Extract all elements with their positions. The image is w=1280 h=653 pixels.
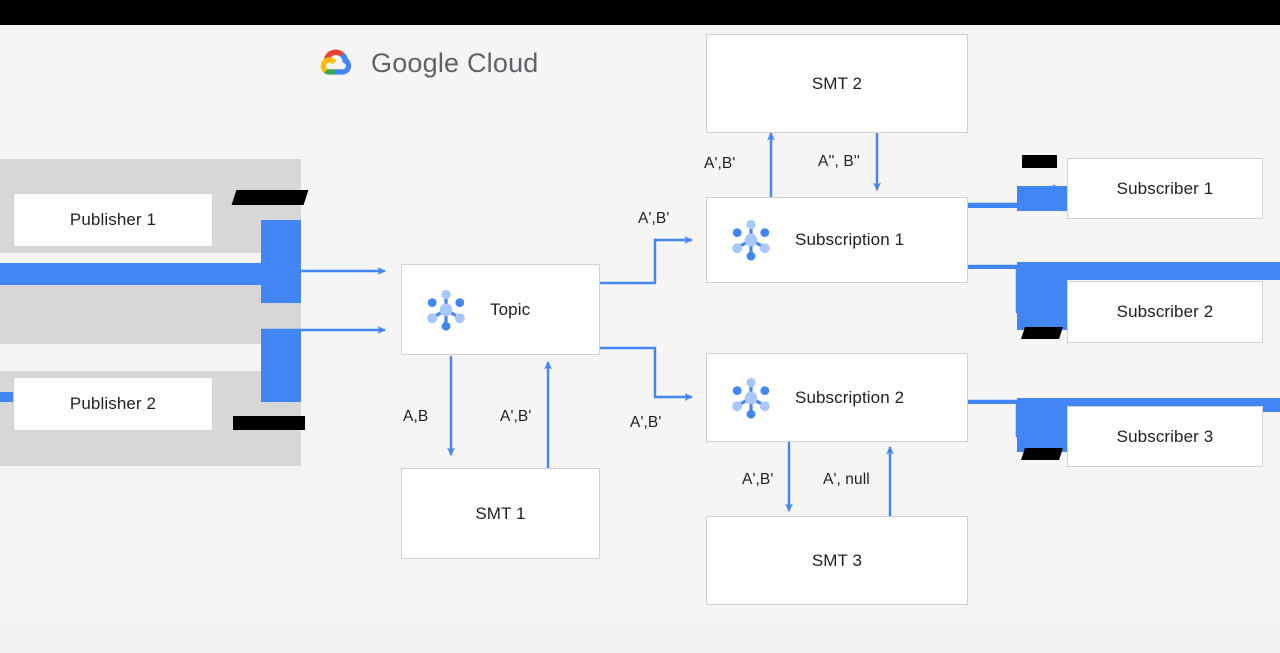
node-label: Subscriber 1	[1116, 178, 1214, 198]
render-artifact-blue-bar	[261, 220, 301, 303]
edge-label-smt2-to-subscription1: A'', B''	[818, 153, 860, 170]
edge-label-topic-to-subscription2: A',B'	[630, 414, 662, 431]
google-cloud-logo: Google Cloud	[312, 45, 539, 81]
node-publisher-1[interactable]: Publisher 1	[13, 193, 213, 247]
node-label: Publisher 2	[69, 394, 157, 413]
render-artifact-blue-bar	[968, 203, 1068, 208]
edge-label-smt3-to-subscription2: A', null	[823, 471, 870, 488]
pubsub-icon	[420, 284, 472, 336]
render-artifact-gray-block	[0, 283, 301, 344]
render-artifact-blue-bar	[261, 331, 301, 402]
node-label: SMT 2	[811, 73, 863, 93]
node-smt-1[interactable]: SMT 1	[401, 468, 600, 559]
top-black-bar	[0, 0, 1280, 25]
google-cloud-mark-icon	[320, 49, 352, 75]
edge-label-subscription2-to-smt3: A',B'	[742, 471, 774, 488]
node-label: Subscription 2	[795, 387, 905, 407]
node-label: Subscriber 3	[1116, 426, 1214, 446]
render-artifact-blue-bar	[1017, 262, 1280, 280]
node-subscription-1[interactable]: Subscription 1	[706, 197, 968, 283]
pubsub-icon	[725, 372, 777, 424]
node-subscriber-3[interactable]: Subscriber 3	[1067, 406, 1263, 467]
edge-label-smt1-to-topic: A',B'	[500, 408, 532, 425]
render-artifact-light-block	[0, 344, 301, 371]
node-label: Publisher 1	[69, 210, 157, 229]
edge-label-topic-to-subscription1: A',B'	[638, 210, 670, 227]
node-subscriber-2[interactable]: Subscriber 2	[1067, 281, 1263, 343]
edge-label-topic-to-smt1: A,B	[403, 408, 429, 425]
node-subscription-2[interactable]: Subscription 2	[706, 353, 968, 442]
node-topic[interactable]: Topic	[401, 264, 600, 355]
render-artifact-blue-bar	[0, 263, 262, 285]
node-label: Subscription 1	[795, 230, 905, 249]
node-publisher-2[interactable]: Publisher 2	[13, 377, 213, 431]
edge-label-subscription1-to-smt2: A',B'	[704, 155, 736, 172]
google-cloud-wordmark: Google Cloud	[371, 48, 539, 79]
render-artifact-black-bar	[1022, 155, 1057, 168]
page-bottom-strip	[0, 624, 1280, 653]
node-label: Topic	[490, 299, 531, 319]
node-smt-2[interactable]: SMT 2	[706, 34, 968, 133]
brand-word-google: Google	[371, 47, 460, 78]
pubsub-icon	[725, 214, 777, 266]
node-subscriber-1[interactable]: Subscriber 1	[1067, 158, 1263, 219]
node-label: SMT 1	[475, 503, 526, 523]
node-smt-3[interactable]: SMT 3	[706, 516, 968, 605]
render-artifact-black-bar	[231, 190, 309, 205]
node-label: Subscriber 2	[1116, 302, 1214, 321]
brand-word-cloud: Cloud	[466, 47, 539, 78]
render-artifact-black-bar	[233, 416, 305, 430]
node-label: SMT 3	[811, 550, 863, 570]
